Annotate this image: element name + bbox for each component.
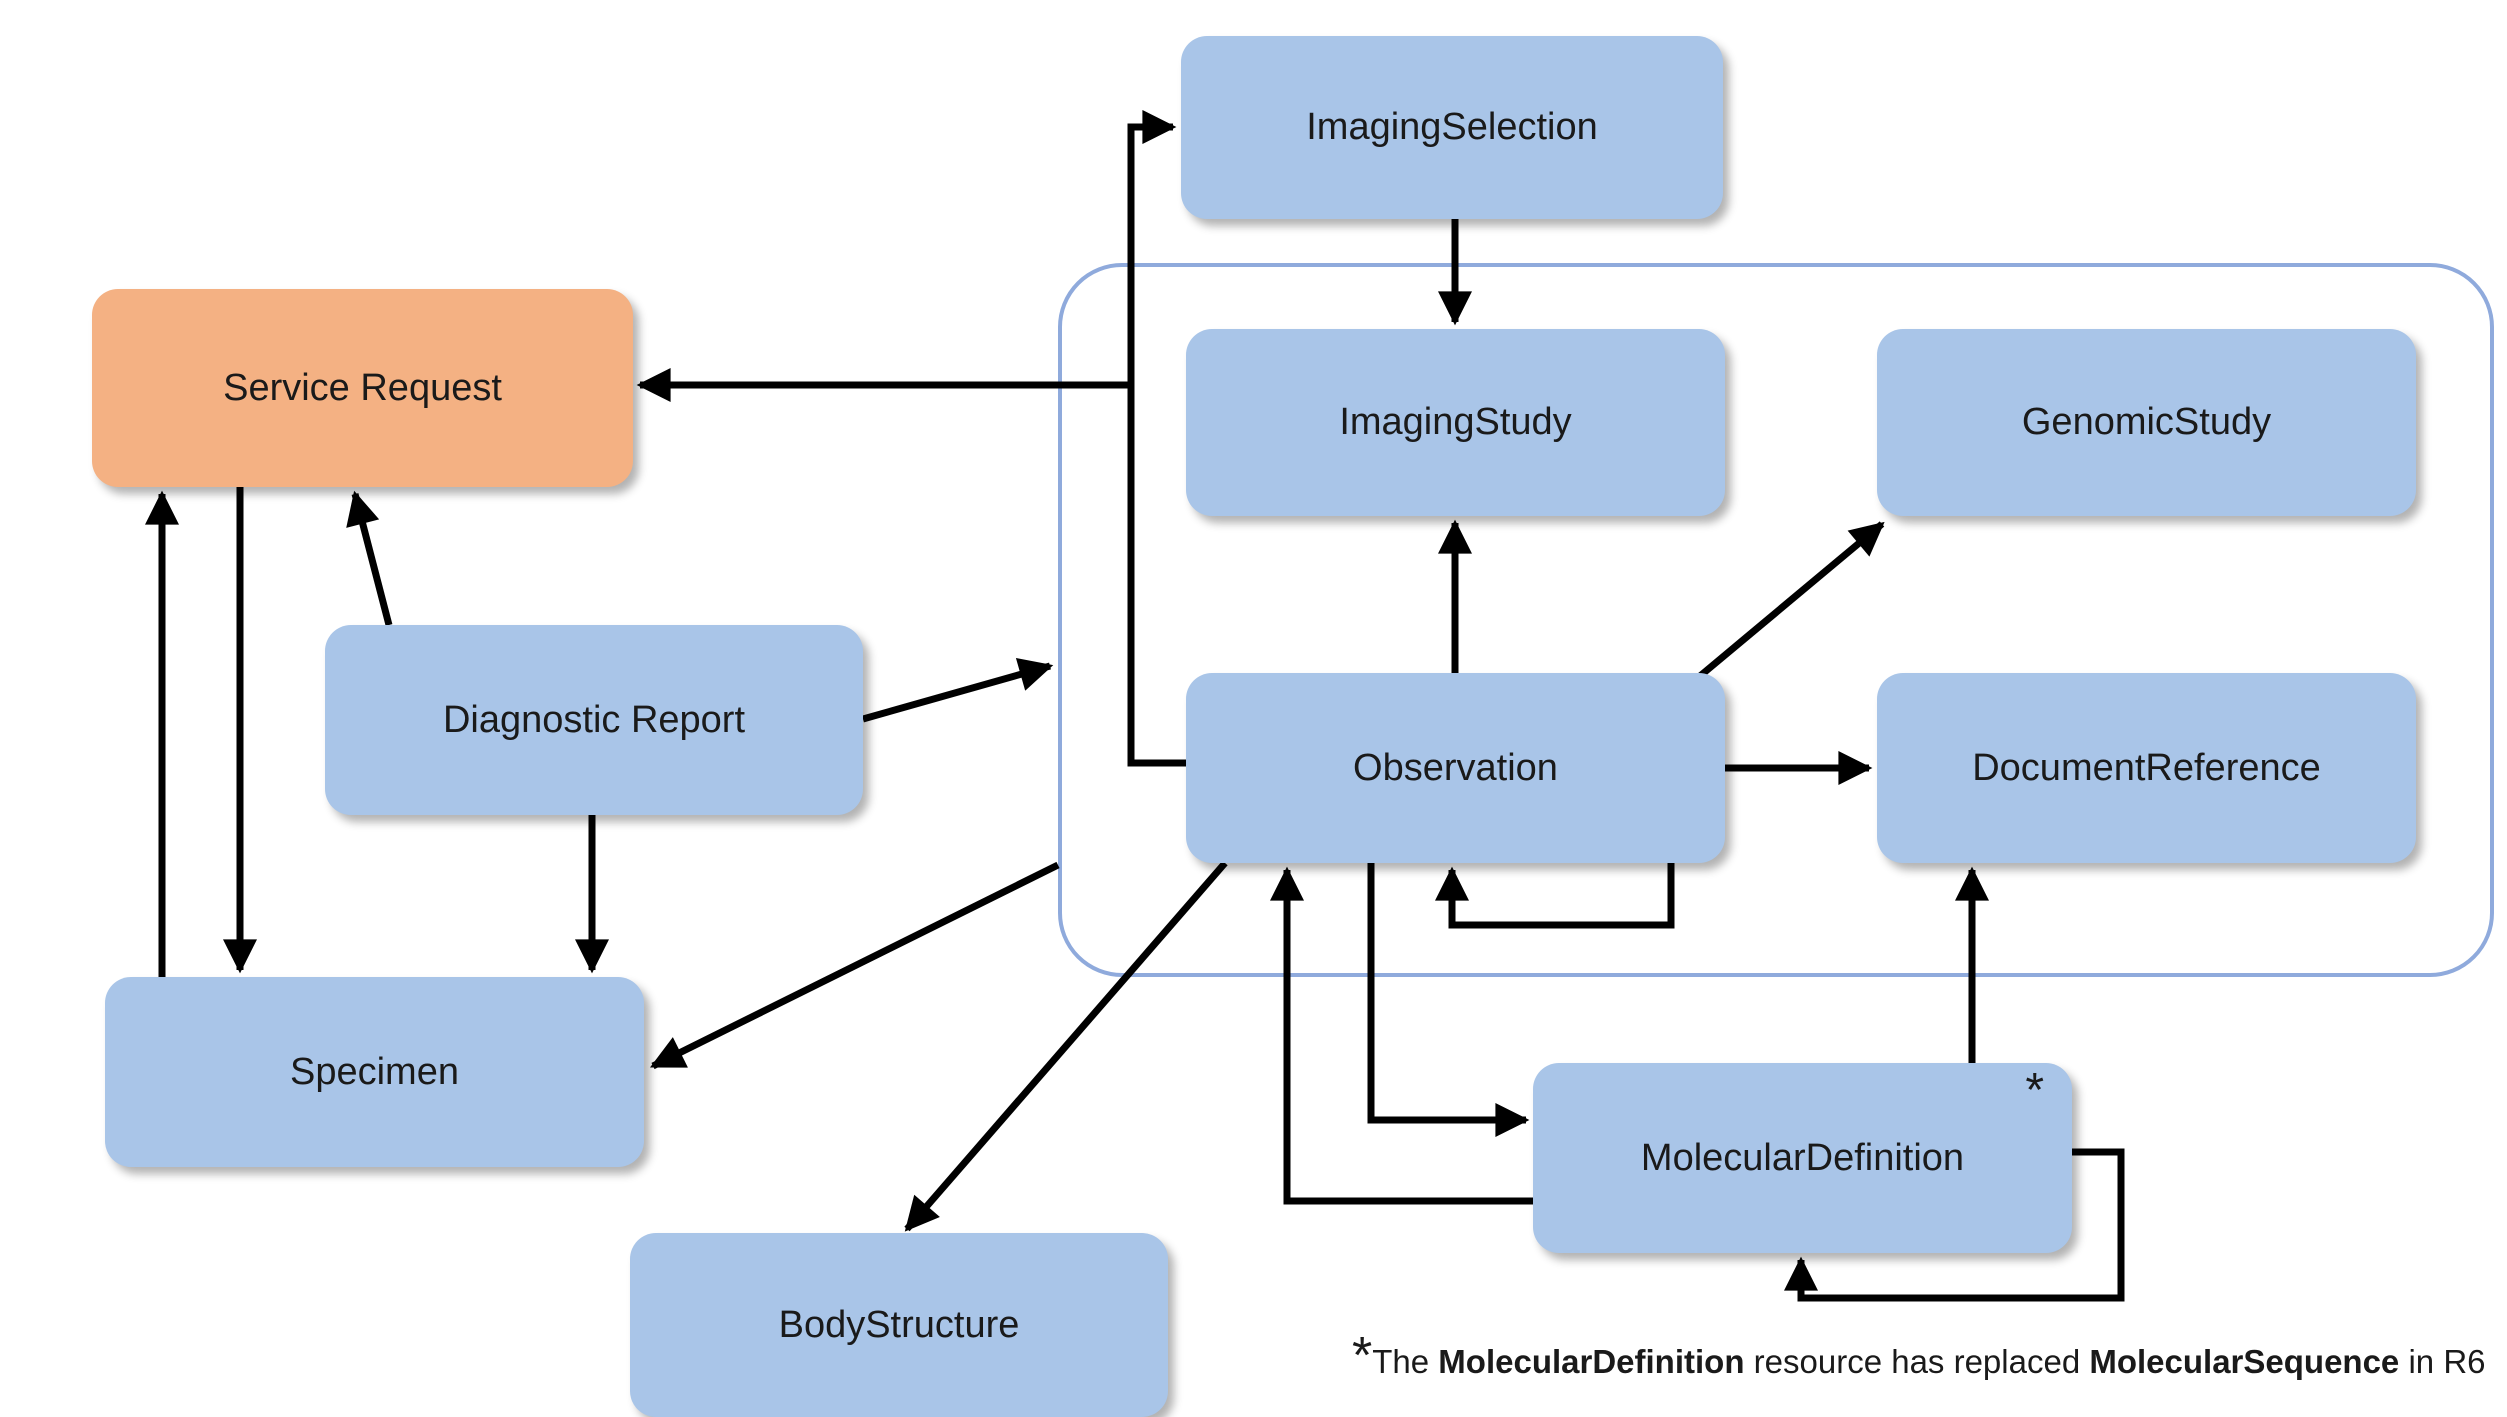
node-label: Specimen bbox=[290, 1050, 459, 1093]
node-label: GenomicStudy bbox=[2021, 401, 2272, 443]
footnote-star: * bbox=[1352, 1327, 1373, 1385]
arrow-observation-to-body-structure bbox=[904, 860, 1228, 1232]
node-label: BodyStructure bbox=[778, 1303, 1020, 1346]
node-imaging-selection: ImagingSelection bbox=[1181, 36, 1723, 219]
node-label: Service Request bbox=[223, 366, 502, 409]
footnote-bold-molecular-sequence: MolecularSequence bbox=[2089, 1343, 2400, 1380]
arrow-group-to-specimen bbox=[649, 861, 1060, 1070]
node-label: DocumentReference bbox=[1972, 746, 2321, 789]
node-diagnostic-report: Diagnostic Report bbox=[325, 625, 863, 815]
node-service-request: Service Request bbox=[92, 289, 633, 487]
footnote-text-3: in R6 bbox=[2399, 1343, 2486, 1380]
node-imaging-study: ImagingStudy bbox=[1186, 329, 1725, 516]
node-molecular-definition: MolecularDefinition * bbox=[1533, 1063, 2072, 1253]
node-label: Observation bbox=[1353, 746, 1558, 789]
arrow-observation-to-genomic-study bbox=[1697, 521, 1885, 679]
arrow-observation-to-molecular-definition bbox=[1367, 863, 1530, 1137]
arrow-diagnostic-report-to-group bbox=[862, 657, 1054, 723]
footnote: *The MolecularDefinition resource has re… bbox=[1352, 1330, 2486, 1382]
footnote-text-1: The bbox=[1372, 1343, 1439, 1380]
node-label: ImagingSelection bbox=[1306, 106, 1598, 148]
node-genomic-study: GenomicStudy bbox=[1877, 329, 2416, 516]
node-document-reference: DocumentReference bbox=[1877, 673, 2416, 863]
footnote-bold-molecular-definition: MolecularDefinition bbox=[1438, 1343, 1745, 1380]
arrow-molecular-definition-self-loop bbox=[1784, 1148, 2125, 1302]
footnote-marker-star: * bbox=[2025, 1064, 2044, 1117]
node-label: MolecularDefinition bbox=[1640, 1136, 1965, 1179]
node-label: ImagingStudy bbox=[1339, 401, 1572, 443]
node-label: Diagnostic Report bbox=[442, 698, 746, 741]
footnote-text-2: resource has replaced bbox=[1744, 1343, 2090, 1380]
arrow-diagnostic-report-to-service-request bbox=[346, 490, 393, 626]
node-specimen: Specimen bbox=[105, 977, 644, 1167]
arrow-observation-self-loop bbox=[1435, 863, 1675, 929]
resource-group-border bbox=[1058, 263, 2494, 977]
arrow-molecular-definition-to-observation bbox=[1270, 866, 1533, 1205]
node-observation: Observation bbox=[1186, 673, 1725, 863]
arrow-observation-to-imaging-selection bbox=[1127, 110, 1186, 767]
node-body-structure: BodyStructure bbox=[630, 1233, 1168, 1417]
